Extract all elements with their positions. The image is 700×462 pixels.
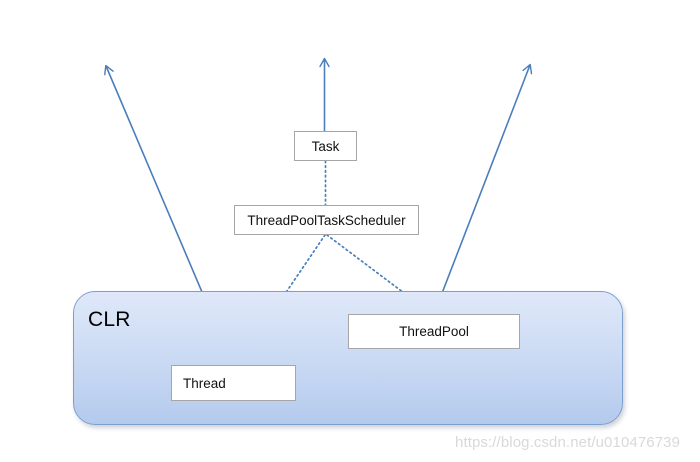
node-task[interactable]: Task xyxy=(294,131,357,161)
node-threadpool[interactable]: ThreadPool xyxy=(348,314,520,349)
node-thread-label: Thread xyxy=(183,375,226,391)
watermark-url: https://blog.csdn.net/u010476739 xyxy=(455,434,681,451)
clr-region-label: CLR xyxy=(88,308,131,331)
node-task-label: Task xyxy=(311,138,340,154)
node-threadpool-label: ThreadPool xyxy=(399,324,469,339)
node-threadpooltaskscheduler[interactable]: ThreadPoolTaskScheduler xyxy=(234,205,419,235)
node-threadpooltaskscheduler-label: ThreadPoolTaskScheduler xyxy=(247,212,406,228)
node-thread[interactable]: Thread xyxy=(171,365,296,401)
clr-region xyxy=(73,291,623,425)
edge-threadpool-up-right-arrow xyxy=(433,63,533,315)
